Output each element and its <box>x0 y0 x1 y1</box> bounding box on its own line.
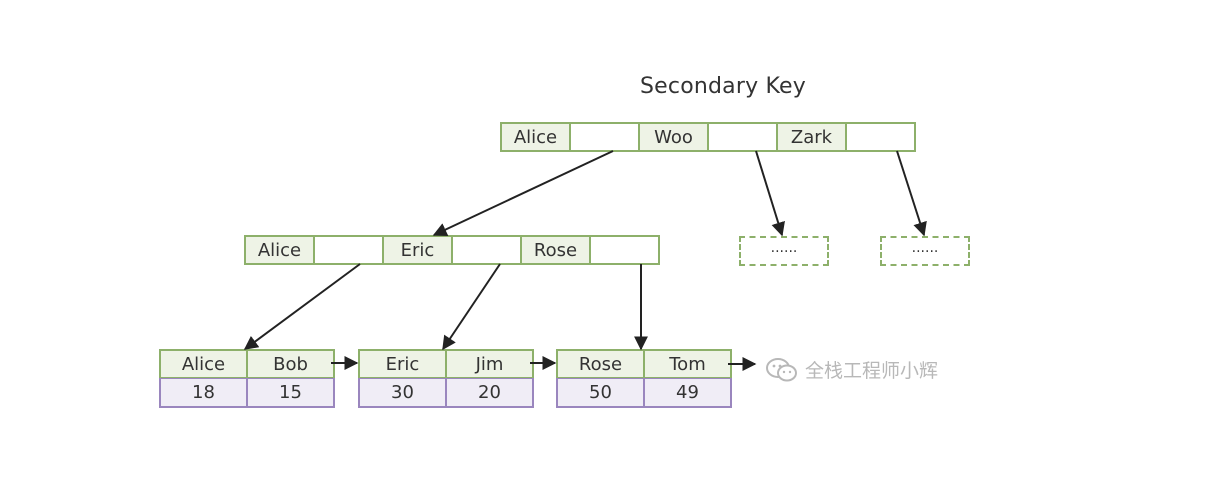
root-key-cell: Alice <box>500 122 571 152</box>
root-key-cell: Zark <box>776 122 847 152</box>
pointer-arrow <box>243 263 361 350</box>
leaf-node: Rose Tom 50 49 <box>556 349 732 408</box>
internal-pointer-cell <box>589 235 660 265</box>
internal-key-cell: Alice <box>244 235 315 265</box>
watermark-text: 全栈工程师小辉 <box>805 360 939 382</box>
watermark: 全栈工程师小辉 <box>765 356 938 383</box>
leaf-key-cell: Rose <box>556 349 645 378</box>
leaf-value-cell: 49 <box>643 378 732 408</box>
internal-key-cell: Rose <box>520 235 591 265</box>
internal-node: Alice Eric Rose <box>244 235 660 265</box>
leaf-node: Eric Jim 30 20 <box>358 349 534 408</box>
placeholder-node: ...... <box>739 236 829 266</box>
pointer-arrow <box>896 150 927 237</box>
leaf-key-cell: Alice <box>159 349 248 378</box>
internal-pointer-cell <box>313 235 384 265</box>
root-pointer-cell <box>845 122 916 152</box>
internal-pointer-cell <box>451 235 522 265</box>
pointer-arrow <box>432 150 614 236</box>
leaf-value-cell: 15 <box>246 378 335 408</box>
internal-key-cell: Eric <box>382 235 453 265</box>
leaf-value-cell: 30 <box>358 378 447 408</box>
wechat-icon <box>766 357 797 381</box>
leaf-key-cell: Bob <box>246 349 335 378</box>
leaf-value-cell: 18 <box>159 378 248 408</box>
pointer-arrow <box>755 150 785 237</box>
placeholder-node: ...... <box>880 236 970 266</box>
root-node: Alice Woo Zark <box>500 122 916 152</box>
pointer-arrow <box>442 263 501 351</box>
leaf-key-cell: Jim <box>445 349 534 378</box>
leaf-value-cell: 50 <box>556 378 645 408</box>
leaf-node: Alice Bob 18 15 <box>159 349 335 408</box>
root-key-cell: Woo <box>638 122 709 152</box>
leaf-value-cell: 20 <box>445 378 534 408</box>
diagram-title: Secondary Key <box>640 74 806 99</box>
